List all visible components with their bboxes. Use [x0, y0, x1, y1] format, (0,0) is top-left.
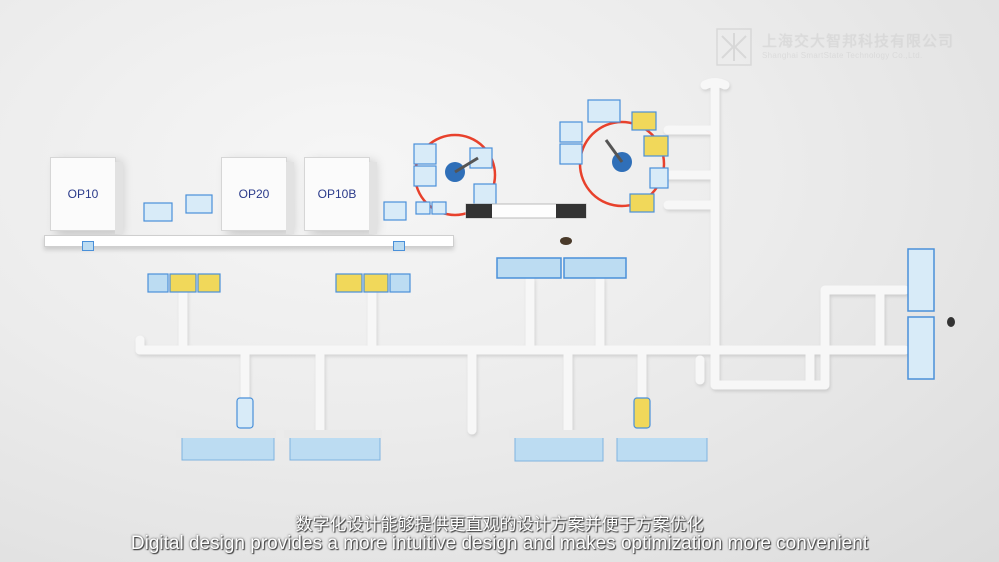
- subtitle-english: Digital design provides a more intuitive…: [130, 533, 869, 554]
- conveyor-line: [44, 235, 454, 247]
- machine-op10-label: OP10: [67, 187, 99, 201]
- storage-4: [616, 436, 708, 462]
- buffer-left-blue: [147, 273, 169, 293]
- logo-english-name: Shanghai SmartState Technology Co.,Ltd.: [762, 51, 923, 60]
- platform-right-bottom: [907, 316, 935, 380]
- cell1-rack-e: [415, 201, 431, 215]
- cell2-rack-a: [559, 121, 583, 143]
- conveyor-marker-left: [82, 241, 94, 251]
- platform-b: [563, 257, 627, 279]
- station-2: [185, 194, 213, 214]
- storage-3: [514, 436, 604, 462]
- platform-a: [496, 257, 562, 279]
- subtitle-chinese: 数字化设计能够提供更直观的设计方案并便于方案优化: [295, 515, 704, 534]
- storage-2-top: [284, 430, 382, 438]
- buffer-left-yellow-b: [197, 273, 221, 293]
- operator-1: [560, 237, 572, 245]
- cell2-rack-c: [587, 99, 621, 123]
- cell1-rack-a: [413, 143, 437, 165]
- cell1-rack-b: [413, 165, 437, 187]
- cell2-tray-b: [643, 135, 669, 157]
- cell2-tray-a: [631, 111, 657, 131]
- buffer-mid-blue: [389, 273, 411, 293]
- station-3: [383, 201, 407, 221]
- cell1-rack-d: [473, 183, 497, 205]
- buffer-left-yellow-a: [169, 273, 197, 293]
- operator-2: [947, 317, 955, 327]
- cell2-rack-b: [559, 143, 583, 165]
- platform-right-top: [907, 248, 935, 312]
- buffer-mid-yellow-b: [363, 273, 389, 293]
- storage-1: [181, 435, 275, 461]
- robot-arm-1: [454, 156, 479, 174]
- cell1-rack-f: [431, 201, 447, 215]
- robot-arm-2: [604, 139, 624, 163]
- agv-2: [633, 397, 651, 429]
- linear-transfer-end-right: [556, 204, 586, 218]
- station-1: [143, 202, 173, 222]
- cell2-tray-c: [629, 193, 655, 213]
- machine-op10[interactable]: OP10: [50, 157, 123, 234]
- agv-1: [236, 397, 254, 429]
- storage-3-top: [509, 430, 605, 438]
- machine-op10b[interactable]: OP10B: [304, 157, 377, 234]
- conveyor-marker-right: [393, 241, 405, 251]
- buffer-mid-yellow-a: [335, 273, 363, 293]
- machine-op10b-label: OP10B: [317, 187, 357, 201]
- company-logo: 上海交大智邦科技有限公司 Shanghai SmartState Technol…: [716, 26, 966, 70]
- machine-op20[interactable]: OP20: [221, 157, 294, 234]
- cell2-rack-d: [649, 167, 669, 189]
- linear-transfer-end-left: [466, 204, 492, 218]
- logo-chinese-name: 上海交大智邦科技有限公司: [762, 33, 955, 50]
- storage-4-top: [611, 430, 709, 438]
- storage-2: [289, 435, 381, 461]
- cell1-rack-c: [469, 147, 493, 169]
- machine-op20-label: OP20: [238, 187, 270, 201]
- storage-1-top: [176, 430, 276, 438]
- company-logo-icon: [716, 28, 752, 66]
